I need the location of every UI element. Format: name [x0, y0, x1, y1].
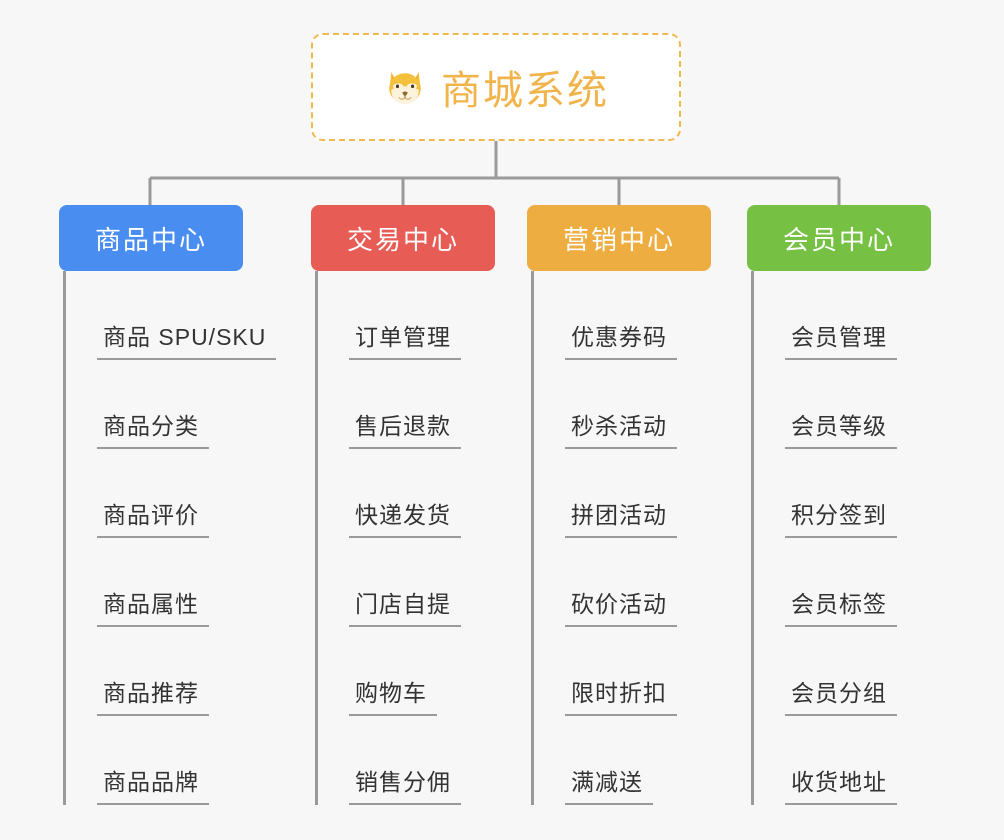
list-item[interactable]: 商品 SPU/SKU	[63, 271, 277, 360]
branch-column-trade: 交易中心 订单管理 售后退款 快递发货 门店自提 购物车 销售分佣	[311, 205, 495, 805]
leaf-label: 满减送	[565, 763, 653, 805]
branch-item-list: 商品 SPU/SKU 商品分类 商品评价 商品属性 商品推荐 商品品牌	[63, 271, 277, 805]
list-item[interactable]: 购物车	[315, 627, 495, 716]
leaf-label: 会员分组	[785, 674, 897, 716]
list-item[interactable]: 会员标签	[751, 538, 931, 627]
list-item[interactable]: 商品分类	[63, 360, 276, 449]
list-item[interactable]: 秒杀活动	[531, 360, 711, 449]
list-item[interactable]: 商品属性	[63, 538, 276, 627]
branch-item-list: 会员管理 会员等级 积分签到 会员标签 会员分组 收货地址	[751, 271, 931, 805]
list-item[interactable]: 售后退款	[315, 360, 495, 449]
shiba-dog-face-icon	[383, 65, 427, 109]
list-item[interactable]: 会员管理	[751, 271, 931, 360]
leaf-label: 商品评价	[97, 496, 209, 538]
leaf-label: 商品推荐	[97, 674, 209, 716]
branch-header-trade[interactable]: 交易中心	[311, 205, 495, 271]
branch-header-label: 商品中心	[94, 224, 207, 255]
list-item[interactable]: 拼团活动	[531, 449, 711, 538]
branch-header-member[interactable]: 会员中心	[747, 205, 931, 271]
leaf-label: 砍价活动	[565, 585, 677, 627]
leaf-label: 门店自提	[349, 585, 461, 627]
branch-spine	[751, 271, 754, 805]
list-item[interactable]: 限时折扣	[531, 627, 711, 716]
branch-item-list: 优惠券码 秒杀活动 拼团活动 砍价活动 限时折扣 满减送	[531, 271, 711, 805]
branch-header-label: 交易中心	[346, 224, 459, 255]
branch-column-member: 会员中心 会员管理 会员等级 积分签到 会员标签 会员分组 收货地址	[747, 205, 931, 805]
list-item[interactable]: 优惠券码	[531, 271, 711, 360]
leaf-label: 拼团活动	[565, 496, 677, 538]
leaf-label: 秒杀活动	[565, 407, 677, 449]
leaf-label: 积分签到	[785, 496, 897, 538]
list-item[interactable]: 商品推荐	[63, 627, 276, 716]
leaf-label: 商品属性	[97, 585, 209, 627]
leaf-label: 快递发货	[349, 496, 461, 538]
branch-spine	[531, 271, 534, 805]
leaf-label: 优惠券码	[565, 318, 677, 360]
list-item[interactable]: 收货地址	[751, 716, 931, 805]
branch-column-marketing: 营销中心 优惠券码 秒杀活动 拼团活动 砍价活动 限时折扣 满减送	[527, 205, 711, 805]
list-item[interactable]: 销售分佣	[315, 716, 495, 805]
list-item[interactable]: 商品评价	[63, 449, 276, 538]
leaf-label: 销售分佣	[349, 763, 461, 805]
branch-header-marketing[interactable]: 营销中心	[527, 205, 711, 271]
list-item[interactable]: 积分签到	[751, 449, 931, 538]
root-node[interactable]: 商城系统	[311, 33, 681, 141]
list-item[interactable]: 砍价活动	[531, 538, 711, 627]
leaf-label: 会员管理	[785, 318, 897, 360]
leaf-label: 商品品牌	[97, 763, 209, 805]
leaf-label: 会员标签	[785, 585, 897, 627]
branch-spine	[63, 271, 66, 805]
leaf-label: 订单管理	[349, 318, 461, 360]
leaf-label: 商品 SPU/SKU	[97, 318, 277, 360]
list-item[interactable]: 会员分组	[751, 627, 931, 716]
branch-spine	[315, 271, 318, 805]
list-item[interactable]: 快递发货	[315, 449, 495, 538]
branch-column-product: 商品中心 商品 SPU/SKU 商品分类 商品评价 商品属性 商品推荐 商品品牌	[59, 205, 277, 805]
list-item[interactable]: 满减送	[531, 716, 711, 805]
root-label: 商城系统	[441, 69, 609, 113]
branch-item-list: 订单管理 售后退款 快递发货 门店自提 购物车 销售分佣	[315, 271, 495, 805]
branch-header-label: 营销中心	[562, 224, 675, 255]
branch-header-product[interactable]: 商品中心	[59, 205, 243, 271]
leaf-label: 售后退款	[349, 407, 461, 449]
branch-header-label: 会员中心	[782, 224, 895, 255]
list-item[interactable]: 会员等级	[751, 360, 931, 449]
leaf-label: 购物车	[349, 674, 437, 716]
leaf-label: 收货地址	[785, 763, 897, 805]
list-item[interactable]: 商品品牌	[63, 716, 276, 805]
leaf-label: 商品分类	[97, 407, 209, 449]
list-item[interactable]: 订单管理	[315, 271, 495, 360]
leaf-label: 限时折扣	[565, 674, 677, 716]
leaf-label: 会员等级	[785, 407, 897, 449]
list-item[interactable]: 门店自提	[315, 538, 495, 627]
